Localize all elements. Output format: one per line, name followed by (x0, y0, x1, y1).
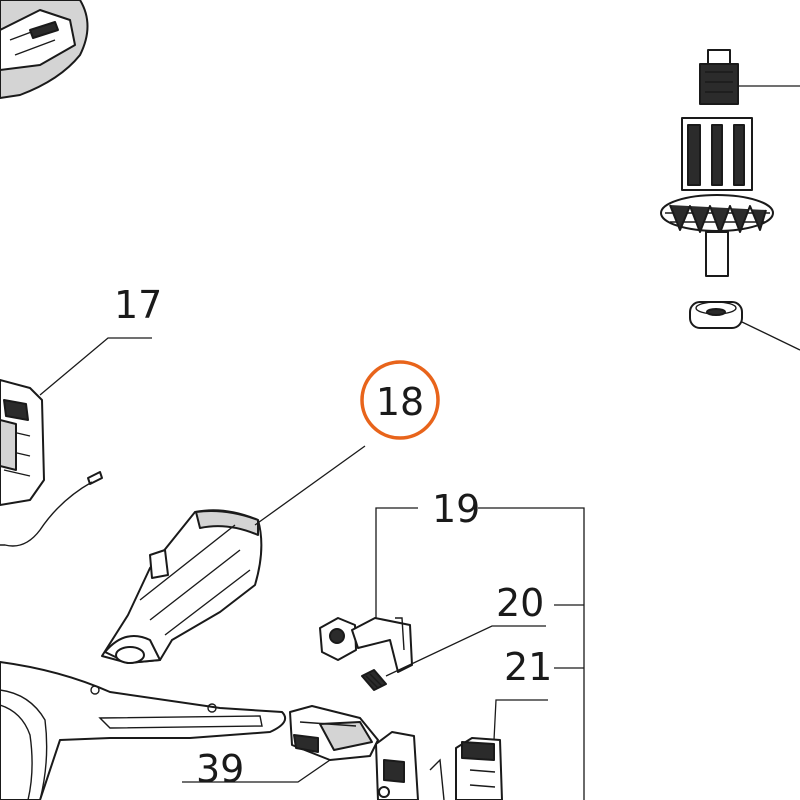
bottom-center-component (375, 731, 445, 800)
part-18-handle-cover (101, 445, 366, 664)
bearing-part (689, 301, 800, 351)
callout-18: 18 (376, 380, 424, 424)
part-39 (182, 705, 379, 783)
top-left-cap-part (0, 0, 89, 99)
part-21-switch (455, 699, 548, 800)
part-17 (0, 337, 152, 547)
callout-39: 39 (196, 747, 244, 791)
bottom-housing-part (0, 661, 286, 800)
callout-19: 19 (432, 487, 480, 531)
callout-21: 21 (504, 645, 552, 689)
callout-18-highlight-ring (360, 360, 440, 440)
part-19-switch-bracket (319, 507, 585, 800)
callout-17: 17 (114, 283, 162, 327)
callout-20: 20 (496, 581, 544, 625)
armature-part (660, 49, 800, 277)
part-20-spring (361, 625, 546, 691)
